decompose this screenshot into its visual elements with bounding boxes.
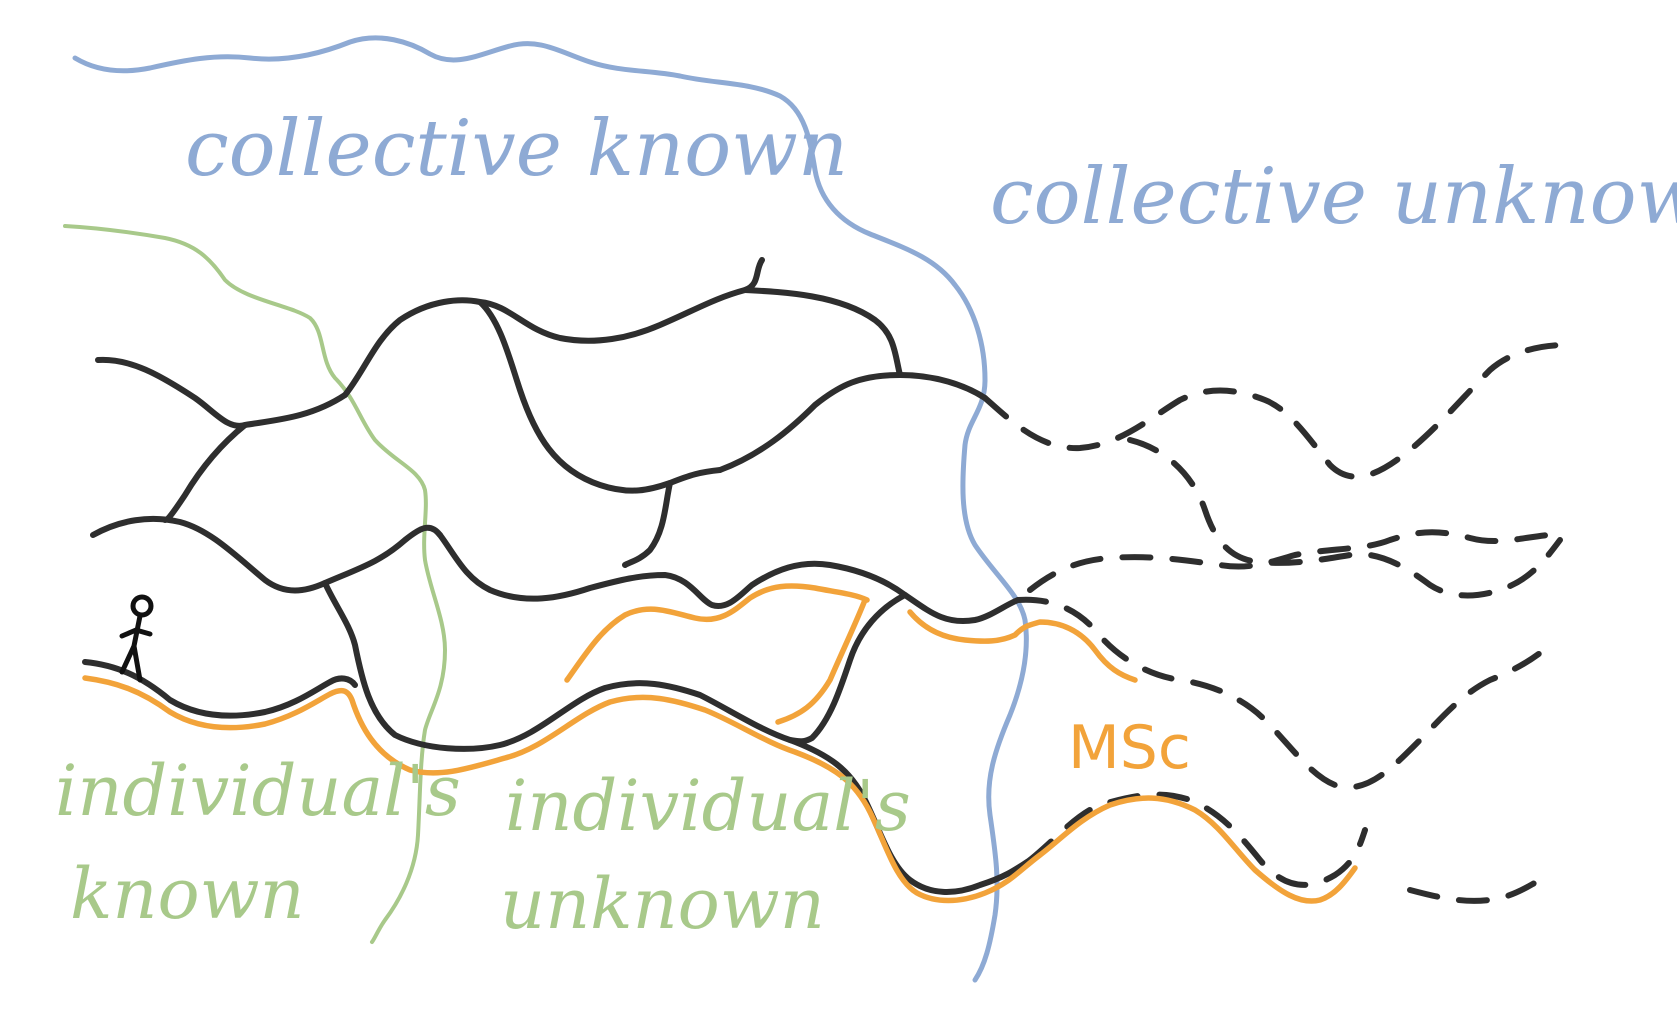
collective-boundary-line xyxy=(72,35,1029,983)
collective-known-label: collective known xyxy=(185,104,848,194)
figure-body xyxy=(119,613,153,683)
dashed-path-segment xyxy=(982,342,1568,480)
msc-path-segment xyxy=(907,609,1138,683)
dashed-path-segment xyxy=(1127,437,1563,599)
msc-path-segment xyxy=(82,675,1358,904)
path-segment xyxy=(622,480,673,568)
dashed-path-segment xyxy=(1407,877,1543,904)
collective-unknown-label: collective unknown xyxy=(990,152,1677,242)
individuals-known-label-line1: individual's xyxy=(55,750,461,832)
individuals-unknown-label-line1: individual's xyxy=(505,765,911,847)
walker-figure xyxy=(119,594,154,683)
msc-path-segment xyxy=(564,583,870,683)
path-segment xyxy=(742,287,903,378)
figure-head xyxy=(130,594,154,618)
path-segment xyxy=(322,580,1033,895)
path-segment xyxy=(95,356,348,429)
unknown-paths-network xyxy=(982,342,1568,904)
path-segment xyxy=(342,257,765,398)
individuals-known-label-line2: known xyxy=(70,853,305,935)
path-segment xyxy=(90,515,443,594)
dashed-path-segment xyxy=(1015,596,1558,791)
dashed-path-segment xyxy=(1027,529,1563,593)
path-segment xyxy=(717,372,988,473)
msc-path-segment xyxy=(775,597,868,725)
individuals-unknown-label-line2: unknown xyxy=(500,863,825,945)
msc-label: MSc xyxy=(1068,713,1191,783)
known-paths-network xyxy=(82,257,1033,895)
path-segment xyxy=(477,299,723,494)
path-segment xyxy=(787,592,908,745)
msc-path xyxy=(82,583,1358,904)
dashed-path-segment xyxy=(1027,791,1368,888)
individual-boundary-line xyxy=(63,224,447,944)
path-segment xyxy=(437,532,1021,625)
path-segment xyxy=(162,422,248,523)
